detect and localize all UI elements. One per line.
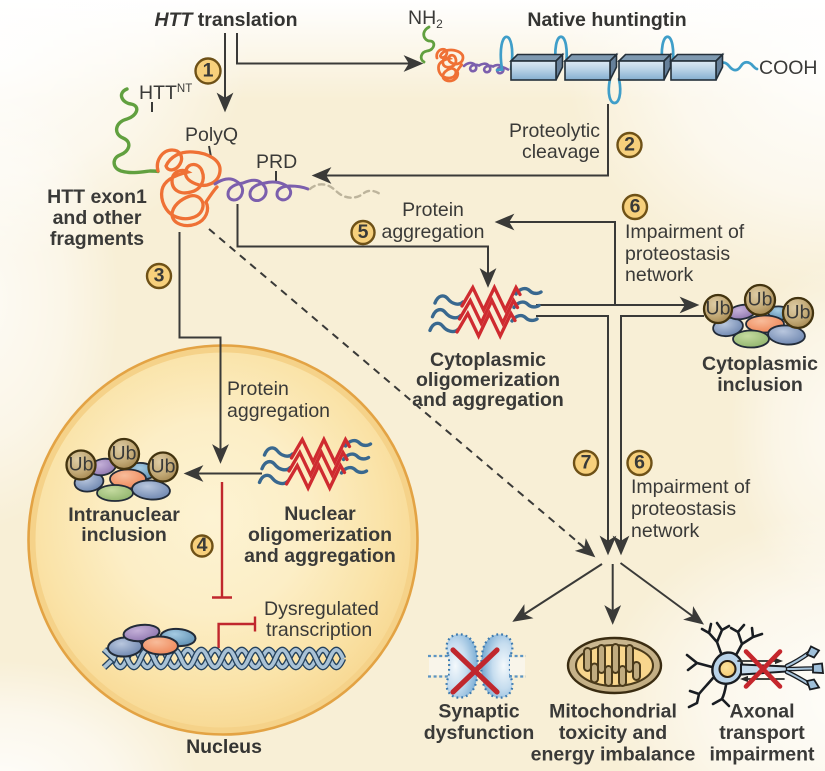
svg-text:Cytoplasmic: Cytoplasmic bbox=[430, 349, 546, 371]
svg-text:Ub: Ub bbox=[706, 298, 731, 320]
svg-text:HTT exon1: HTT exon1 bbox=[47, 186, 147, 208]
svg-text:Protein: Protein bbox=[402, 199, 464, 221]
svg-text:Nucleus: Nucleus bbox=[186, 736, 262, 758]
svg-text:PolyQ: PolyQ bbox=[185, 124, 238, 146]
svg-text:Proteolytic: Proteolytic bbox=[509, 120, 600, 142]
svg-text:transport: transport bbox=[719, 722, 805, 744]
svg-text:Dysregulated: Dysregulated bbox=[264, 598, 379, 620]
svg-text:transcription: transcription bbox=[266, 619, 372, 641]
svg-text:dysfunction: dysfunction bbox=[424, 722, 535, 744]
svg-text:network: network bbox=[625, 264, 694, 286]
svg-text:PRD: PRD bbox=[256, 151, 297, 173]
svg-text:oligomerization: oligomerization bbox=[416, 369, 560, 391]
svg-text:Ub: Ub bbox=[69, 454, 94, 476]
svg-text:fragments: fragments bbox=[50, 228, 144, 250]
svg-text:Ub: Ub bbox=[112, 443, 137, 465]
svg-text:COOH: COOH bbox=[759, 57, 818, 79]
svg-text:and aggregation: and aggregation bbox=[412, 389, 564, 411]
svg-text:6: 6 bbox=[634, 452, 645, 474]
svg-text:6: 6 bbox=[630, 196, 641, 218]
svg-text:Protein: Protein bbox=[227, 378, 289, 400]
svg-text:Intranuclear: Intranuclear bbox=[68, 504, 180, 526]
svg-text:proteostasis: proteostasis bbox=[625, 243, 730, 265]
svg-text:Axonal: Axonal bbox=[729, 701, 794, 723]
svg-text:HTT translation: HTT translation bbox=[154, 9, 297, 31]
svg-text:energy imbalance: energy imbalance bbox=[531, 744, 696, 766]
svg-text:5: 5 bbox=[358, 221, 369, 243]
svg-text:1: 1 bbox=[203, 60, 214, 82]
svg-text:Cytoplasmic: Cytoplasmic bbox=[702, 353, 818, 375]
svg-text:Ub: Ub bbox=[151, 456, 176, 478]
svg-text:7: 7 bbox=[581, 452, 592, 474]
svg-text:and aggregation: and aggregation bbox=[244, 545, 396, 567]
svg-text:Impairment of: Impairment of bbox=[625, 221, 745, 243]
svg-text:4: 4 bbox=[197, 534, 208, 556]
svg-text:and other: and other bbox=[53, 207, 142, 229]
svg-text:Impairment of: Impairment of bbox=[631, 476, 751, 498]
svg-text:2: 2 bbox=[624, 134, 635, 156]
svg-text:aggregation: aggregation bbox=[381, 221, 484, 243]
svg-text:network: network bbox=[631, 520, 700, 542]
svg-text:Mitochondrial: Mitochondrial bbox=[549, 701, 677, 723]
svg-text:Native huntingtin: Native huntingtin bbox=[527, 9, 686, 31]
svg-text:Nuclear: Nuclear bbox=[284, 503, 356, 525]
svg-text:Synaptic: Synaptic bbox=[438, 701, 519, 723]
svg-text:Ub: Ub bbox=[748, 289, 773, 311]
svg-text:cleavage: cleavage bbox=[522, 141, 600, 163]
svg-text:toxicity and: toxicity and bbox=[559, 722, 667, 744]
svg-text:oligomerization: oligomerization bbox=[248, 524, 392, 546]
svg-text:3: 3 bbox=[154, 265, 165, 287]
svg-text:proteostasis: proteostasis bbox=[631, 498, 736, 520]
svg-text:inclusion: inclusion bbox=[717, 374, 803, 396]
svg-text:Ub: Ub bbox=[786, 302, 811, 324]
svg-text:inclusion: inclusion bbox=[81, 524, 167, 546]
svg-text:impairment: impairment bbox=[709, 744, 815, 766]
svg-text:aggregation: aggregation bbox=[227, 400, 330, 422]
